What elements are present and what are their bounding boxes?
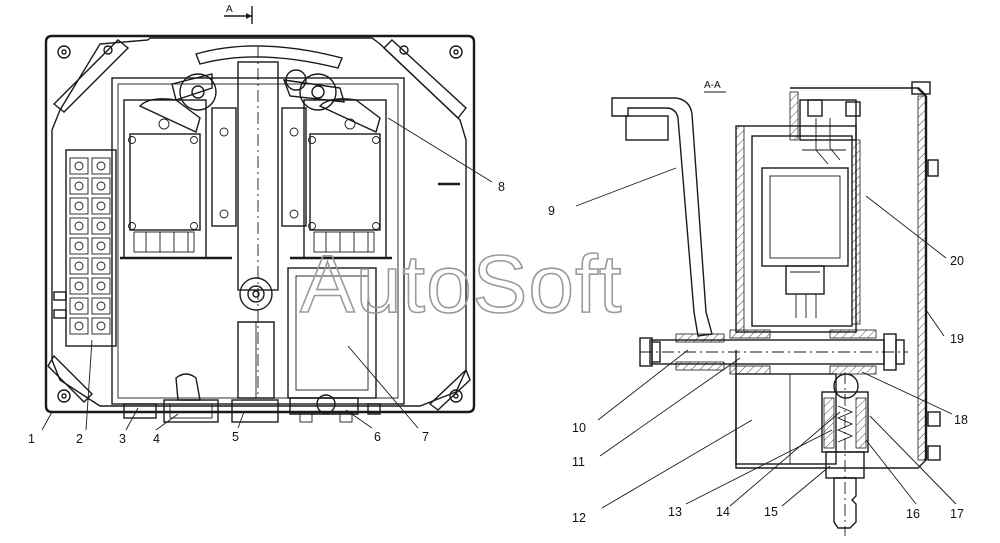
- callout-9: 9: [548, 204, 555, 218]
- callout-5: 5: [232, 430, 239, 444]
- callout-3: 3: [119, 432, 126, 446]
- callout-17: 17: [950, 507, 964, 521]
- callout-4: 4: [153, 432, 160, 446]
- callout-12: 12: [572, 511, 586, 525]
- section-title: A-A: [704, 80, 721, 91]
- leader-lines-right: [575, 167, 957, 509]
- callout-2: 2: [76, 432, 83, 446]
- relay-right: [290, 98, 392, 260]
- callout-labels: 1 2 3 4 5 6 7 8 9 10 11 12 13 14 15 16 1…: [28, 180, 968, 525]
- front-view: A: [44, 4, 476, 423]
- relay-left: [120, 98, 232, 260]
- callout-8: 8: [498, 180, 505, 194]
- valve-assembly: [821, 372, 869, 536]
- shaft-assembly: [639, 329, 908, 375]
- terminal-block: [53, 149, 117, 347]
- callout-13: 13: [668, 505, 682, 519]
- callout-19: 19: [950, 332, 964, 346]
- callout-15: 15: [764, 505, 778, 519]
- section-marker-a: A: [226, 4, 233, 15]
- callout-11: 11: [572, 455, 585, 469]
- callout-18: 18: [954, 413, 968, 427]
- leader-lines-left: [41, 117, 493, 431]
- callout-10: 10: [572, 421, 586, 435]
- central-lever: [171, 45, 345, 399]
- relay-section: [761, 91, 861, 325]
- callout-7: 7: [422, 430, 429, 444]
- callout-16: 16: [906, 507, 920, 521]
- bottom-fittings: [123, 373, 381, 423]
- callout-20: 20: [950, 254, 964, 268]
- watermark: AutoSoft: [300, 239, 623, 330]
- section-view-a-a: A-A: [611, 80, 941, 536]
- callout-6: 6: [374, 430, 381, 444]
- callout-1: 1: [28, 432, 35, 446]
- callout-14: 14: [716, 505, 730, 519]
